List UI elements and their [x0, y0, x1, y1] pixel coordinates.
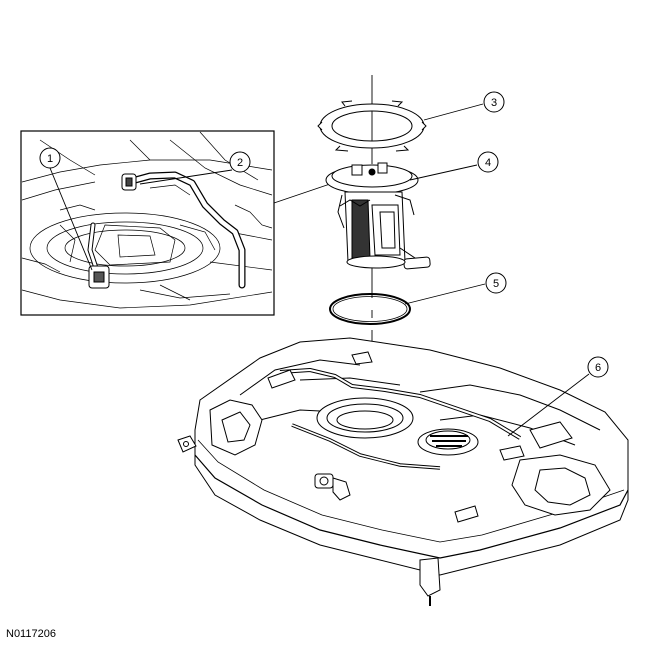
svg-text:4: 4 [485, 157, 491, 169]
callout-5: 5 [404, 272, 507, 305]
inset-detail [20, 130, 331, 316]
lock-ring [317, 100, 427, 152]
callout-2: 2 [229, 151, 251, 173]
svg-text:5: 5 [493, 278, 499, 290]
figure-reference-id: N0117206 [6, 628, 56, 640]
seal-ring [329, 293, 411, 325]
svg-text:6: 6 [595, 362, 601, 374]
callout-6: 6 [507, 356, 609, 437]
callout-4: 4 [409, 151, 499, 181]
callout-3: 3 [423, 91, 505, 121]
svg-text:1: 1 [47, 153, 53, 165]
callout-1: 1 [39, 147, 61, 169]
svg-text:3: 3 [491, 97, 497, 109]
fuel-pump-module [325, 162, 431, 270]
callouts: 1 2 3 4 5 6 [39, 91, 609, 437]
fuel-tank [177, 337, 629, 606]
svg-text:2: 2 [237, 157, 243, 169]
